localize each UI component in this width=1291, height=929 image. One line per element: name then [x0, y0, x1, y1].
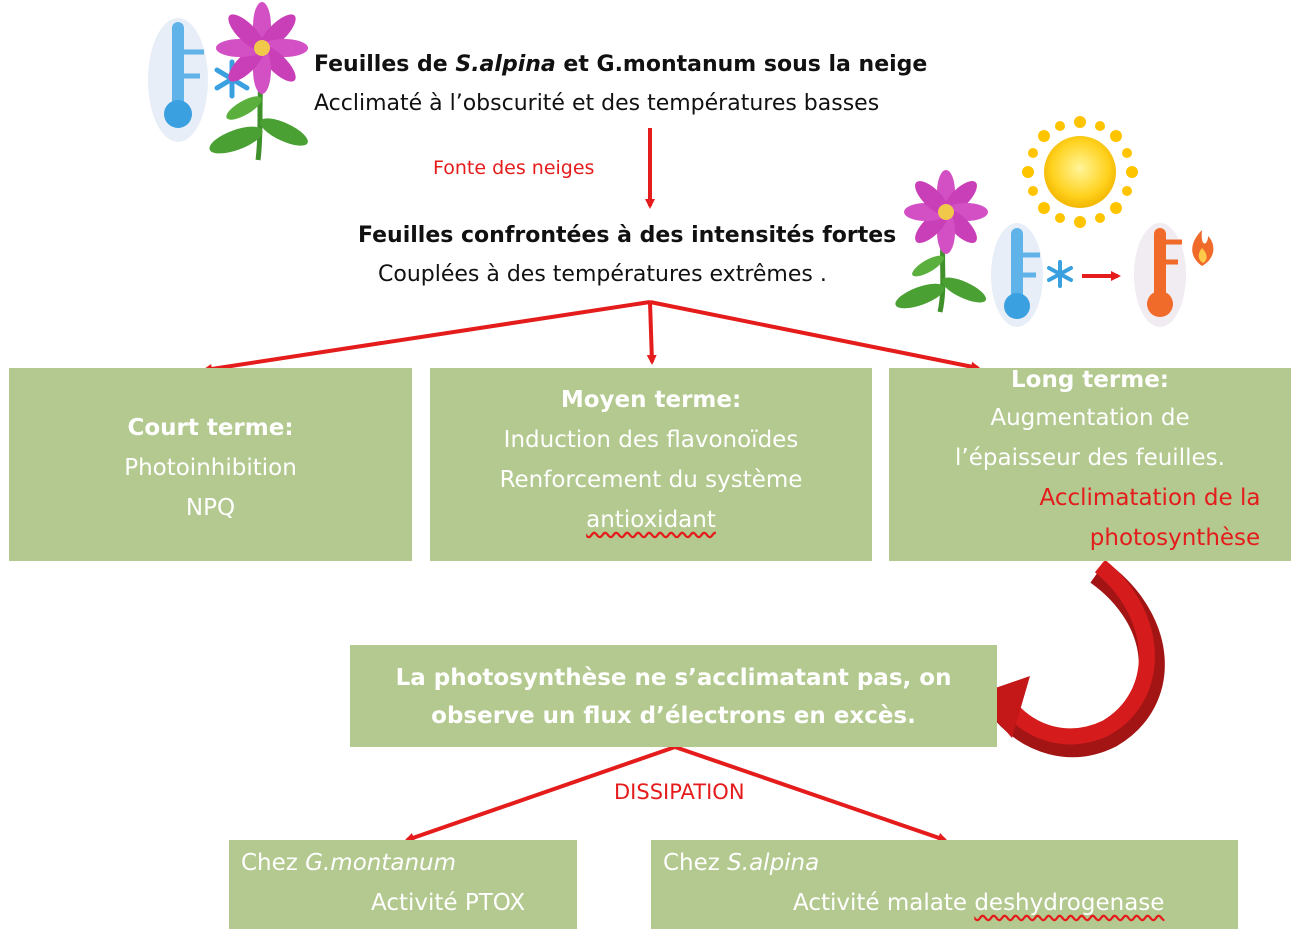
arrow-to-short-term: [202, 300, 651, 374]
salpina-species: S.alpina: [727, 850, 820, 876]
excess-line: La photosynthèse ne s’acclimatant pas, o…: [395, 665, 952, 691]
hot-thermometer-icon: [1134, 223, 1186, 327]
flower-icon: [895, 170, 988, 313]
salpina-activity-prefix: Activité malate: [793, 890, 975, 916]
arrow-to-medium-term: [646, 301, 657, 365]
header-subtitle: Acclimaté à l’obscurité et des températu…: [314, 91, 880, 116]
fire-icon: [1192, 230, 1214, 266]
header-prefix: Feuilles de: [314, 52, 456, 77]
short-term-item: Photoinhibition: [124, 455, 297, 481]
excess-electrons-box: La photosynthèse ne s’acclimatant pas, o…: [350, 645, 997, 747]
gmontanum-activity: Activité PTOX: [371, 890, 526, 916]
short-term-title: Court terme:: [127, 415, 294, 441]
excess-line: observe un flux d’électrons en excès.: [431, 703, 916, 729]
flower-icon: [209, 2, 308, 161]
header-title: Feuilles de S.alpina et G.montanum sous …: [314, 52, 927, 77]
arrow-to-gmontanum: [404, 745, 676, 843]
snowflake-icon: [1047, 260, 1073, 288]
cold-thermometer-icon: [148, 18, 208, 142]
dissipation-label: DISSIPATION: [614, 780, 745, 804]
long-term-title: Long terme:: [1010, 367, 1169, 393]
gmontanum-heading: Chez G.montanum: [241, 850, 456, 876]
gmontanum-box: Chez G.montanum Activité PTOX: [229, 840, 577, 929]
salpina-box: Chez S.alpina Activité malate deshydroge…: [651, 840, 1238, 929]
blocked-label: photosynthèse: [1089, 525, 1261, 551]
salpina-prefix: Chez: [663, 850, 728, 876]
long-term-item: l’épaisseur des feuilles.: [955, 445, 1225, 471]
short-term-item: NPQ: [185, 495, 236, 521]
short-term-box: Court terme: Photoinhibition NPQ: [9, 368, 412, 561]
salpina-activity: Activité malate deshydrogenase: [793, 890, 1164, 916]
salpina-enzyme: deshydrogenase: [974, 890, 1165, 916]
arrow-to-long-term: [649, 300, 981, 372]
cold-thermometer-icon: [991, 223, 1043, 327]
blocked-label: Acclimatation de la: [1039, 485, 1261, 511]
medium-term-box: Moyen terme: Induction des flavonoïdes R…: [430, 368, 872, 561]
snowmelt-label: Fonte des neiges: [433, 157, 595, 179]
arrow-to-salpina: [674, 745, 948, 843]
medium-term-item: Induction des flavonoïdes: [503, 427, 799, 453]
curved-arrow: [975, 559, 1165, 758]
exposure-title: Feuilles confrontées à des intensités fo…: [358, 223, 897, 248]
exposure-subtitle: Couplées à des températures extrêmes .: [378, 262, 827, 287]
medium-term-item: Renforcement du système: [499, 467, 803, 493]
medium-term-item: antioxidant: [586, 507, 716, 533]
medium-term-title: Moyen terme:: [560, 387, 742, 413]
sun-icon: [1022, 116, 1138, 228]
long-term-item: Augmentation de: [990, 405, 1190, 431]
salpina-heading: Chez S.alpina: [663, 850, 819, 876]
long-term-box: Long terme: Augmentation de l’épaisseur …: [889, 367, 1291, 561]
gmontanum-species: G.montanum: [305, 850, 457, 876]
gmontanum-prefix: Chez: [241, 850, 306, 876]
header-species: S.alpina: [455, 52, 556, 77]
header-suffix: et G.montanum sous la neige: [555, 52, 928, 77]
